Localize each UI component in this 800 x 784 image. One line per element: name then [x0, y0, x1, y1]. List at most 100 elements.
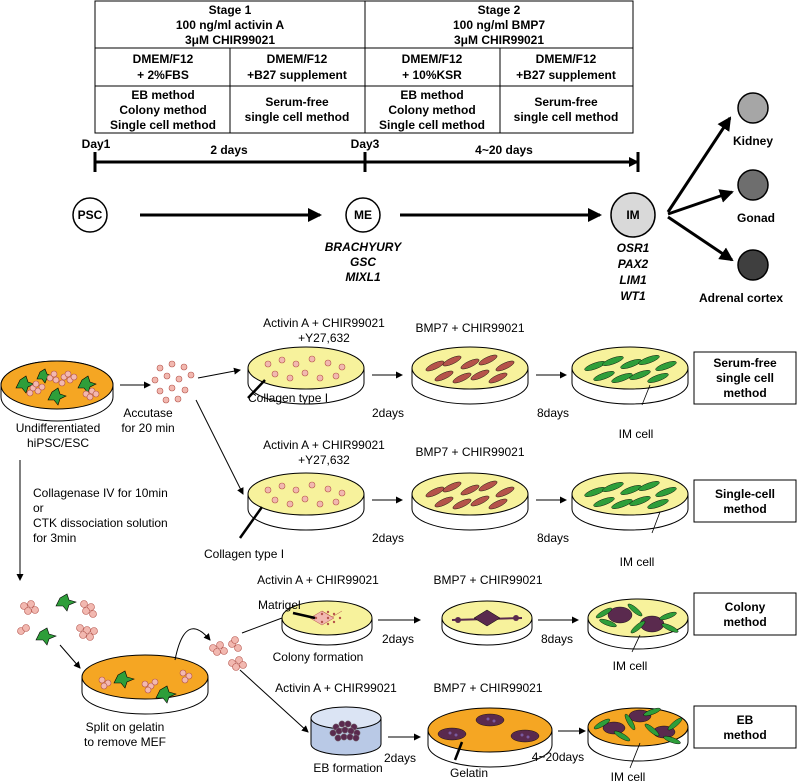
- stage2-medium-a-1: DMEM/F12: [402, 52, 463, 66]
- outcome-adrenal: Adrenal cortex: [699, 291, 783, 305]
- day3-label: Day3: [351, 137, 380, 151]
- collagenase-1: or: [33, 501, 44, 515]
- row1-stage2: BMP7 + CHIR99021: [415, 321, 524, 335]
- row4-formation: EB formation: [313, 761, 382, 775]
- row2-substrate: Collagen type I: [204, 547, 284, 561]
- row1-result: IM cell: [619, 427, 654, 441]
- stage2-method-b-0: Serum-free: [534, 95, 598, 109]
- stage2-method-a-2: Single cell method: [379, 118, 485, 132]
- row3-stage2: BMP7 + CHIR99021: [433, 573, 542, 587]
- stage2-title: Stage 2: [478, 3, 521, 17]
- outcome-kidney: Kidney: [733, 134, 773, 148]
- row3-result: IM cell: [613, 659, 648, 673]
- row4: Activin A + CHIR99021 EB formation 2days…: [275, 681, 797, 784]
- stage1-method-b-0: Serum-free: [265, 95, 329, 109]
- row4-t2: 4~20days: [532, 750, 584, 764]
- me-marker-1: GSC: [350, 255, 376, 269]
- stage2-factor2: 3μM CHIR99021: [454, 33, 544, 47]
- row1-stage1-1: +Y27,632: [298, 331, 350, 345]
- row1-method-0: Serum-free: [713, 356, 777, 370]
- timeline: Day1 Day3 2 days 4~20 days: [82, 137, 640, 172]
- day1-label: Day1: [82, 137, 111, 151]
- row1-method-1: single cell: [716, 371, 774, 385]
- accutase-0: Accutase: [123, 406, 173, 420]
- im-marker-3: WT1: [620, 289, 646, 303]
- stage1-method-a-1: Colony method: [119, 103, 206, 117]
- row4-method-1: method: [723, 728, 766, 742]
- im-node: [610, 192, 656, 238]
- im-marker-1: PAX2: [618, 257, 649, 271]
- collagenase-3: for 3min: [33, 531, 76, 545]
- stage1-medium-a-1: DMEM/F12: [133, 52, 194, 66]
- im-marker-0: OSR1: [617, 241, 650, 255]
- stage1-medium-b-2: +B27 supplement: [247, 68, 347, 82]
- stage1-factor2: 3μM CHIR99021: [185, 33, 275, 47]
- row2-method-0: Single-cell: [715, 487, 775, 501]
- row3-formation: Colony formation: [273, 650, 364, 664]
- stage1-medium-a-2: + 2%FBS: [137, 68, 189, 82]
- kidney-node: [737, 92, 769, 124]
- stage2-factor1: 100 ng/ml BMP7: [453, 18, 545, 32]
- row4-stage1: Activin A + CHIR99021: [275, 681, 397, 695]
- harvested-clumps: [209, 636, 247, 671]
- row1-t1: 2days: [372, 406, 404, 420]
- me-label: ME: [354, 208, 372, 222]
- stage1-factor1: 100 ng/ml activin A: [176, 18, 285, 32]
- stage1-method-a-2: Single cell method: [110, 118, 216, 132]
- stage1-medium-b-1: DMEM/F12: [267, 52, 328, 66]
- gonad-node: [737, 169, 769, 201]
- stage2-method-a-0: EB method: [400, 88, 463, 102]
- row2-t1: 2days: [372, 531, 404, 545]
- gelatin-split-dish: Split on gelatin to remove MEF: [81, 654, 209, 749]
- psc-node: [72, 197, 108, 233]
- row3-method-0: Colony: [725, 600, 766, 614]
- row3-t2: 8days: [541, 632, 573, 646]
- row2-stage2: BMP7 + CHIR99021: [415, 445, 524, 459]
- row4-substrate: Gelatin: [450, 766, 488, 780]
- row3-stage1: Activin A + CHIR99021: [257, 573, 379, 587]
- row1: Activin A + CHIR99021 +Y27,632 Collagen …: [247, 316, 797, 441]
- undifferentiated-dish: Undifferentiated hiPSC/ESC: [0, 360, 114, 450]
- stage1-method-a-0: EB method: [131, 88, 194, 102]
- row2-t2: 8days: [537, 531, 569, 545]
- stage2-medium-b-1: DMEM/F12: [536, 52, 597, 66]
- im-label: IM: [626, 208, 639, 222]
- row3-t1: 2days: [382, 632, 414, 646]
- undiff-label-0: Undifferentiated: [16, 421, 101, 435]
- accutase-1: for 20 min: [121, 421, 174, 435]
- stage2-method-b-1: single cell method: [514, 110, 619, 124]
- row4-method-0: EB: [737, 713, 754, 727]
- interval2-label: 4~20 days: [475, 143, 533, 157]
- row3: Activin A + CHIR99021 Matrigel Colony fo…: [257, 573, 797, 673]
- interval1-label: 2 days: [210, 143, 248, 157]
- im-marker-2: LIM1: [619, 273, 647, 287]
- stage-table: [94, 0, 634, 134]
- stage-progression: PSC ME IM BRACHYURY GSC MIXL1 OSR1 PAX2 …: [72, 92, 783, 305]
- row1-stage1-0: Activin A + CHIR99021: [263, 316, 385, 330]
- row2-stage1-1: +Y27,632: [298, 453, 350, 467]
- row3-substrate: Matrigel: [258, 598, 301, 612]
- row4-result: IM cell: [611, 770, 646, 784]
- stage2-method-a-1: Colony method: [388, 103, 475, 117]
- collagenase-2: CTK dissociation solution: [33, 516, 168, 530]
- split-1: to remove MEF: [84, 735, 166, 749]
- undiff-label-1: hiPSC/ESC: [27, 436, 89, 450]
- stage2-medium-a-2: + 10%KSR: [402, 68, 462, 82]
- row3-method-1: method: [723, 615, 766, 629]
- row2-method-1: method: [723, 502, 766, 516]
- outcome-gonad: Gonad: [737, 211, 775, 225]
- dispersed-cells: [151, 360, 195, 404]
- row2: Activin A + CHIR99021 +Y27,632 Collagen …: [204, 438, 797, 569]
- me-marker-2: MIXL1: [345, 270, 381, 284]
- row1-substrate: Collagen type I: [248, 391, 328, 405]
- clumps-and-mef: [17, 593, 98, 646]
- psc-label: PSC: [78, 208, 103, 222]
- row1-t2: 8days: [537, 406, 569, 420]
- collagenase-0: Collagenase IV for 10min: [33, 486, 168, 500]
- stage1-title: Stage 1: [209, 3, 252, 17]
- me-marker-0: BRACHYURY: [325, 240, 402, 254]
- row2-result: IM cell: [620, 555, 655, 569]
- stage-table-text: Stage 1 100 ng/ml activin A 3μM CHIR9902…: [110, 3, 618, 132]
- split-0: Split on gelatin: [86, 720, 165, 734]
